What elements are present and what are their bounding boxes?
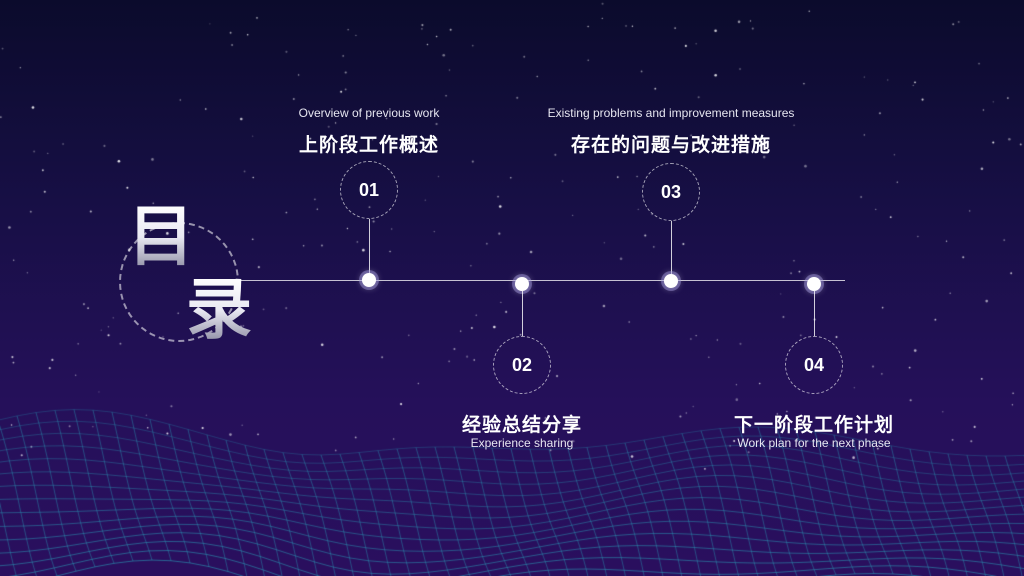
item-01-chinese-title: 上阶段工作概述 (298, 134, 440, 156)
item-03-english-label: Existing problems and improvement measur… (547, 106, 795, 120)
title-char-mu: 目 (128, 198, 194, 275)
item-01-node-dot (362, 273, 376, 287)
title-dashed-ring (119, 222, 239, 342)
item-01-number: 01 (358, 179, 380, 200)
item-03-number-circle: 03 (642, 163, 700, 221)
item-03-connector (671, 221, 672, 280)
item-01-number-circle: 01 (340, 161, 398, 219)
title-char-lu: 录 (186, 271, 252, 348)
item-02-number: 02 (511, 354, 533, 375)
item-01-connector (369, 219, 370, 280)
item-04-chinese-title: 下一阶段工作计划 (733, 414, 895, 436)
item-03-node-dot (664, 274, 678, 288)
timeline-axis (240, 280, 845, 281)
item-02-number-circle: 02 (493, 336, 551, 394)
item-03-chinese-title: 存在的问题与改进措施 (570, 134, 772, 156)
item-02-node-dot (515, 277, 529, 291)
item-04-english-label: Work plan for the next phase (737, 436, 891, 450)
item-04-connector (814, 291, 815, 336)
item-02-chinese-title: 经验总结分享 (461, 414, 583, 436)
item-02-connector (522, 291, 523, 336)
item-01-english-label: Overview of previous work (298, 106, 440, 120)
item-02-english-label: Experience sharing (470, 436, 574, 450)
item-03-number: 03 (660, 181, 682, 202)
item-04-number-circle: 04 (785, 336, 843, 394)
item-04-node-dot (807, 277, 821, 291)
item-04-number: 04 (803, 354, 825, 375)
